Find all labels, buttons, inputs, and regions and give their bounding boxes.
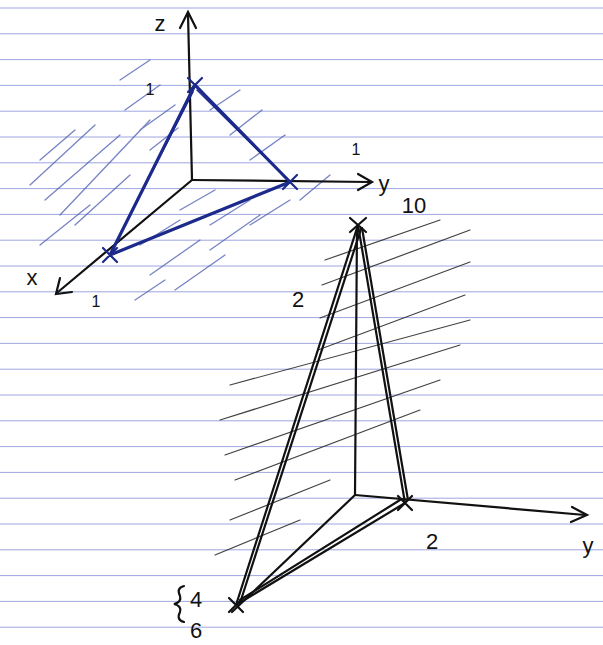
ruled-line — [0, 601, 603, 602]
ruled-line — [0, 472, 603, 473]
axis-label: 1 — [146, 82, 155, 98]
axis-label: 4 — [190, 589, 202, 611]
ruled-line — [0, 137, 603, 138]
plane-triangle — [103, 78, 297, 262]
axis-label: z — [155, 13, 166, 35]
ruled-line — [0, 162, 603, 163]
axis-label: y — [379, 173, 390, 195]
axis-label: x — [27, 267, 38, 289]
ruled-line — [0, 8, 603, 9]
ruled-line — [0, 240, 603, 241]
ruled-line — [0, 85, 603, 86]
ruled-line — [0, 111, 603, 112]
ruled-line — [0, 369, 603, 370]
axis-label: y — [583, 535, 594, 557]
ruled-line — [0, 627, 603, 628]
ruled-line — [0, 214, 603, 215]
axis-label: 1 — [92, 294, 101, 310]
ruled-line — [0, 420, 603, 421]
ruled-line — [0, 498, 603, 499]
ruled-line — [0, 575, 603, 576]
axis-label: 2 — [426, 531, 438, 553]
axis-label: 2 — [292, 289, 304, 311]
ruled-line — [0, 33, 603, 34]
ruled-line — [0, 188, 603, 189]
axis-label: 1 — [352, 142, 361, 158]
ruled-line — [0, 343, 603, 344]
axis-label: 6 — [190, 620, 202, 642]
ruled-line — [0, 59, 603, 60]
ruled-line — [0, 549, 603, 550]
bottom-axes — [174, 218, 587, 622]
ruled-line — [0, 446, 603, 447]
axis-label: 10 — [402, 195, 426, 217]
ruled-line — [0, 317, 603, 318]
top-axes — [56, 12, 372, 294]
ruled-line — [0, 524, 603, 525]
ruled-lines — [0, 8, 603, 627]
